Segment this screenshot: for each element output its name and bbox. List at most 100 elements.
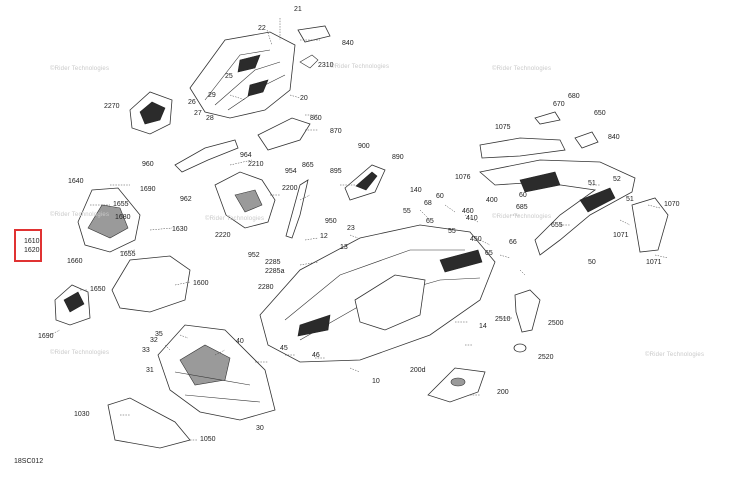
watermark: ©Rider Technologies xyxy=(50,66,110,72)
label-2285: 2285 xyxy=(265,259,281,266)
label-460: 460 xyxy=(462,208,474,215)
label-12: 12 xyxy=(320,233,328,240)
label-50: 50 xyxy=(588,259,596,266)
label-655: 655 xyxy=(551,222,563,229)
label-51b: 51 xyxy=(626,196,634,203)
label-66: 66 xyxy=(509,239,517,246)
part-housing-1600 xyxy=(111,255,191,313)
part-frame-20 xyxy=(189,31,296,119)
part-650 xyxy=(574,131,599,149)
label-450: 450 xyxy=(470,236,482,243)
part-trim-1075 xyxy=(479,137,566,159)
label-895: 895 xyxy=(330,168,342,175)
label-2210: 2210 xyxy=(248,161,264,168)
label-27: 27 xyxy=(194,110,202,117)
label-2270: 2270 xyxy=(104,103,120,110)
label-890: 890 xyxy=(392,154,404,161)
label-23: 23 xyxy=(347,225,355,232)
label-46: 46 xyxy=(312,352,320,359)
label-2220: 2220 xyxy=(215,232,231,239)
label-200d: 200d xyxy=(410,367,426,374)
label-2510: 2510 xyxy=(495,316,511,323)
part-trim-964 xyxy=(174,139,239,173)
label-40: 40 xyxy=(236,338,244,345)
part-bracket-2500 xyxy=(514,289,541,333)
label-55: 55 xyxy=(403,208,411,215)
label-32: 32 xyxy=(150,337,158,344)
label-33: 33 xyxy=(142,347,150,354)
label-1655: 1655 xyxy=(113,201,129,208)
label-685: 685 xyxy=(516,204,528,211)
part-side-1070 xyxy=(631,197,669,253)
part-hull-10 xyxy=(259,224,496,363)
label-2200: 2200 xyxy=(282,185,298,192)
label-1030: 1030 xyxy=(74,411,90,418)
label-1050: 1050 xyxy=(200,436,216,443)
part-lip-1030 xyxy=(107,397,191,449)
label-1690b: 1690 xyxy=(38,333,54,340)
label-51: 51 xyxy=(588,180,596,187)
label-1071b: 1071 xyxy=(646,259,662,266)
label-2285a: 2285a xyxy=(265,268,285,275)
label-1630: 1630 xyxy=(172,226,188,233)
label-29: 29 xyxy=(208,92,216,99)
part-2310 xyxy=(299,54,319,69)
label-900: 900 xyxy=(358,143,370,150)
label-13: 13 xyxy=(340,244,348,251)
label-10: 10 xyxy=(372,378,380,385)
label-20: 20 xyxy=(300,95,308,102)
label-31: 31 xyxy=(146,367,154,374)
label-962: 962 xyxy=(180,196,192,203)
label-1070: 1070 xyxy=(664,201,680,208)
watermark: ©Rider Technologies xyxy=(50,212,110,218)
label-680: 680 xyxy=(568,93,580,100)
watermark: ©Rider Technologies xyxy=(330,64,390,70)
drawing-code: 18SC012 xyxy=(14,458,44,465)
watermark: ©Rider Technologies xyxy=(50,350,110,356)
label-1600: 1600 xyxy=(193,280,209,287)
part-670 xyxy=(534,111,561,125)
label-2280: 2280 xyxy=(258,284,274,291)
label-200: 200 xyxy=(497,389,509,396)
label-1655b: 1655 xyxy=(120,251,136,258)
label-964: 964 xyxy=(240,152,252,159)
watermark: ©Rider Technologies xyxy=(492,214,552,220)
label-30: 30 xyxy=(256,425,264,432)
part-rear-50 xyxy=(479,159,636,256)
label-952: 952 xyxy=(248,252,260,259)
label-410: 410 xyxy=(466,215,478,222)
label-1660: 1660 xyxy=(67,258,83,265)
label-14: 14 xyxy=(479,323,487,330)
label-26: 26 xyxy=(188,99,196,106)
label-21: 21 xyxy=(294,6,302,13)
label-870: 870 xyxy=(330,128,342,135)
label-22: 22 xyxy=(258,25,266,32)
label-65: 65 xyxy=(426,218,434,225)
label-954: 954 xyxy=(285,168,297,175)
label-865: 865 xyxy=(302,162,314,169)
callout-label-1610: 1610 xyxy=(24,238,40,245)
watermark: ©Rider Technologies xyxy=(205,216,265,222)
watermark: ©Rider Technologies xyxy=(492,66,552,72)
label-60: 60 xyxy=(436,193,444,200)
part-panel-860 xyxy=(257,117,311,151)
label-650: 650 xyxy=(594,110,606,117)
label-25: 25 xyxy=(225,73,233,80)
label-1690: 1690 xyxy=(140,186,156,193)
label-950: 950 xyxy=(325,218,337,225)
highlight-callout-box: 1610 1620 xyxy=(14,229,42,262)
label-35: 35 xyxy=(155,331,163,338)
label-1650: 1650 xyxy=(90,286,106,293)
label-2310: 2310 xyxy=(318,62,334,69)
part-cap-2520 xyxy=(513,343,527,353)
watermark: ©Rider Technologies xyxy=(645,352,705,358)
label-1640: 1640 xyxy=(68,178,84,185)
label-1680: 1680 xyxy=(115,214,131,221)
label-140: 140 xyxy=(410,187,422,194)
label-45: 45 xyxy=(280,345,288,352)
label-670: 670 xyxy=(553,101,565,108)
label-840b: 840 xyxy=(608,134,620,141)
label-52: 52 xyxy=(613,176,621,183)
